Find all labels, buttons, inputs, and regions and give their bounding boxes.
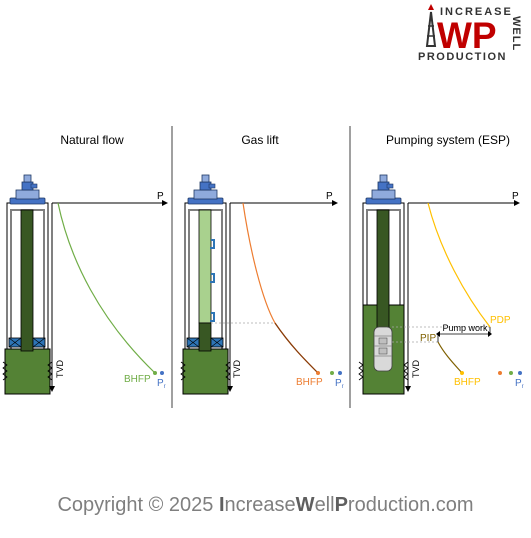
pressure-curve-esp-upper [427, 202, 491, 328]
tvd-axis-label: TVD [232, 359, 242, 378]
pump-work-arrow [436, 327, 492, 342]
axes-gas-lift [227, 200, 338, 392]
pr-point [518, 371, 522, 375]
tvd-axis-label: TVD [55, 359, 65, 378]
tvd-axis-label: TVD [411, 359, 421, 378]
logo-word-side: WELL [510, 16, 522, 51]
perforation-icon [225, 361, 231, 381]
wellhead-icon [9, 174, 46, 205]
logo-word-top: INCREASE [440, 6, 513, 18]
derrick-icon [425, 4, 437, 47]
panel-esp: Pumping system (ESP) [358, 133, 524, 395]
pip-label: PIP [420, 333, 436, 344]
natural-flow-reference-point [330, 371, 334, 375]
pressure-curve-gas-lift-lower [274, 322, 319, 374]
pressure-axis-label: P [326, 191, 333, 202]
pump-work-label: Pump work [442, 323, 488, 333]
pr-point [338, 371, 342, 375]
pressure-axis-label: P [157, 191, 164, 202]
packer-icon [186, 337, 224, 348]
pressure-curve-gas-lift-upper [242, 202, 319, 374]
panel-gas-lift: Gas lift [180, 133, 344, 395]
pr-label: Pr [515, 378, 524, 390]
panel-natural-flow: Natural flow [2, 133, 168, 395]
wellbore-esp [358, 174, 409, 395]
pr-label: Pr [157, 378, 166, 390]
bhfp-point [316, 371, 320, 375]
natural-flow-reference-point [509, 371, 513, 375]
logo-letters: WP [437, 15, 497, 56]
perforation-icon [180, 361, 186, 381]
wellhead-icon [187, 174, 224, 205]
wellbore-gas-lift [180, 174, 231, 395]
pressure-axis-label: P [512, 191, 519, 202]
logo-word-bottom: PRODUCTION [418, 51, 507, 63]
gas-lift-valve-icon [210, 239, 215, 322]
pr-label: Pr [335, 378, 344, 390]
bhfp-label: BHFP [296, 377, 323, 388]
copyright-notice: Copyright © 2025 IncreaseWellProduction.… [57, 494, 474, 516]
panel-title: Natural flow [60, 133, 124, 147]
panel-title: Pumping system (ESP) [386, 133, 510, 147]
esp-pump-icon [373, 326, 393, 372]
bhfp-point [460, 371, 464, 375]
pr-point [160, 371, 164, 375]
wellhead-icon [365, 174, 402, 205]
pressure-curve-esp-lower [437, 341, 463, 374]
axes-esp [405, 200, 520, 392]
gas-lift-reference-point [498, 371, 502, 375]
pressure-curve-natural-flow [57, 202, 156, 374]
packer-icon [8, 337, 46, 348]
bhfp-point [153, 371, 157, 375]
bhfp-label: BHFP [454, 377, 481, 388]
perforation-icon [403, 361, 409, 381]
company-logo: INCREASE WP WELL PRODUCTION [418, 4, 522, 63]
pdp-label: PDP [490, 315, 511, 326]
perforation-icon [358, 361, 364, 381]
wellbore-natural-flow [2, 174, 53, 395]
perforation-icon [2, 361, 8, 381]
perforation-icon [47, 361, 53, 381]
axes-natural-flow [49, 200, 168, 392]
panel-title: Gas lift [241, 133, 279, 147]
bhfp-label: BHFP [124, 374, 151, 385]
